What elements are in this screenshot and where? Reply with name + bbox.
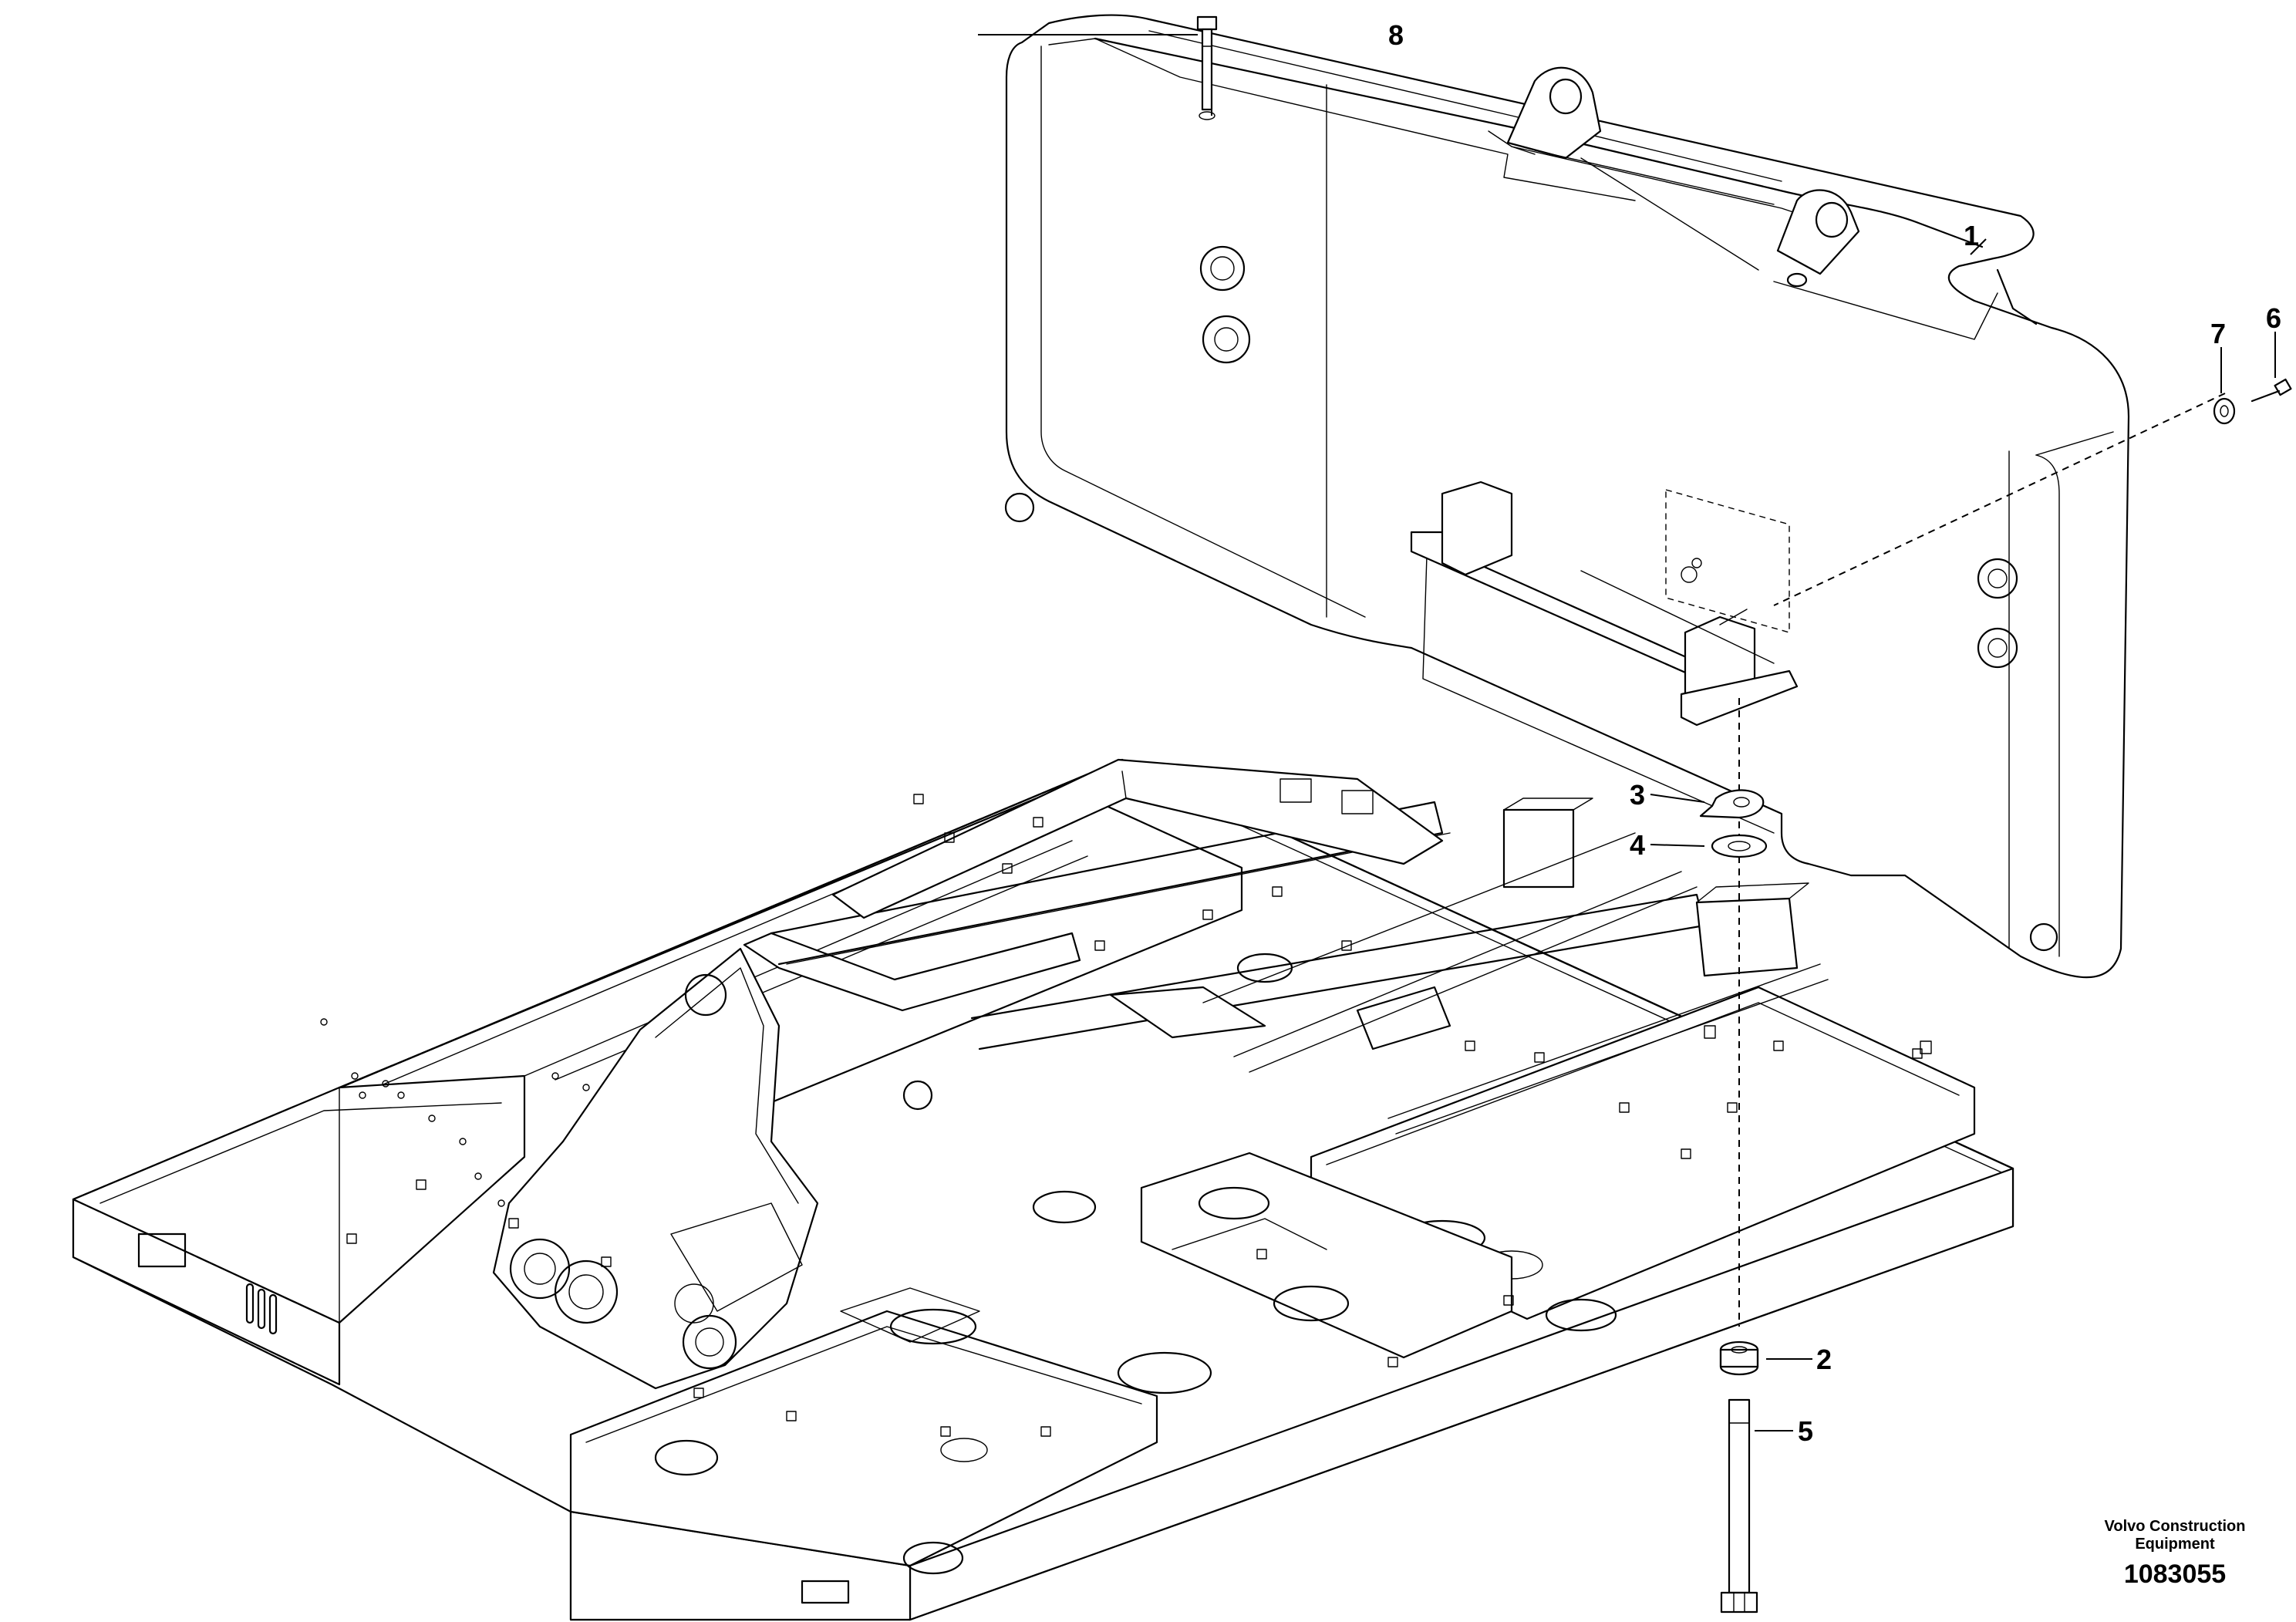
- callout-4: 4: [1630, 829, 1645, 861]
- callout-2: 2: [1816, 1344, 1832, 1375]
- counterweight-bolt-bosses: [1004, 245, 2058, 952]
- callout-6: 6: [2266, 302, 2281, 334]
- part-3-plate: [1699, 789, 1765, 819]
- leader-lines: [978, 34, 2276, 1431]
- frame-holes-left: [320, 1018, 590, 1207]
- boom-bracket: [492, 947, 933, 1390]
- part-6-bolt: [2250, 378, 2292, 403]
- part-2-spacer: [1719, 1340, 1759, 1376]
- lifting-eye-left: [1506, 66, 1602, 160]
- part-7-washer: [2213, 397, 2236, 425]
- vent-slots: [245, 1283, 278, 1335]
- lifting-eye-right: [1776, 189, 1860, 275]
- part-4-washer: [1711, 834, 1768, 858]
- drawing-number: 1083055: [2124, 1560, 2226, 1589]
- callout-5: 5: [1798, 1415, 1813, 1447]
- credit-block: Volvo Construction Equipment 1083055: [2105, 1518, 2246, 1589]
- part-8-bolt: [1196, 15, 1218, 120]
- upper-frame: [72, 758, 2014, 1621]
- left-panel-cutout: [137, 1233, 187, 1268]
- callout-1: 1: [1964, 220, 1979, 251]
- callout-8: 8: [1388, 19, 1404, 51]
- callout-3: 3: [1630, 779, 1645, 811]
- callout-7: 7: [2210, 318, 2226, 349]
- fastener-blocks: [346, 794, 1932, 1437]
- counterweight: [1004, 14, 2130, 979]
- callouts: 8 1 7 6 3 4 2 5: [1388, 19, 2281, 1447]
- credit-company-line2: Equipment: [2135, 1536, 2215, 1553]
- credit-company: Volvo Construction: [2105, 1518, 2246, 1535]
- part-5-bolt: [1720, 1398, 1758, 1614]
